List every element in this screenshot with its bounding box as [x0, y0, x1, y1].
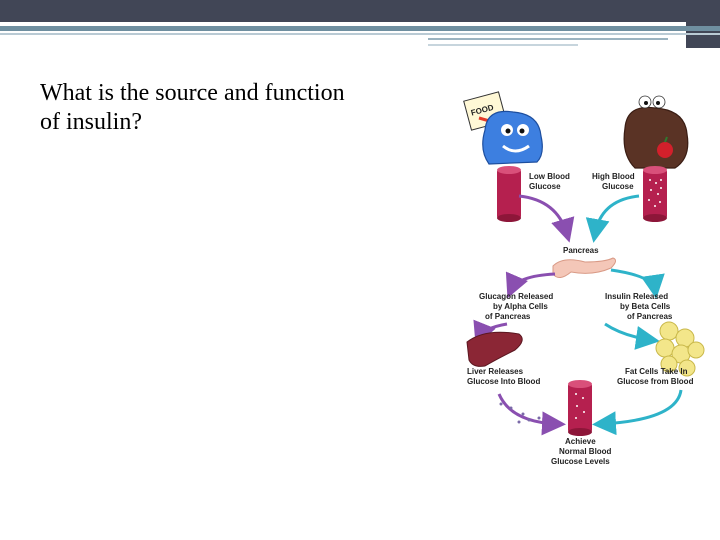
glucose-particles: [499, 402, 541, 424]
arrow-pancreas-to-insulin: [610, 268, 665, 299]
achieve-label-3: Glucose Levels: [551, 457, 610, 466]
arrow-high-to-pancreas: [585, 194, 640, 243]
glucagon-label-2: by Alpha Cells: [493, 302, 548, 311]
insulin-label-3: of Pancreas: [627, 312, 673, 321]
question-line-2: of insulin?: [40, 109, 142, 135]
fat-cells: [655, 321, 705, 377]
question-line-1: What is the source and function: [40, 80, 345, 106]
low-blood-label-1: Low Blood: [529, 172, 570, 181]
pancreas: [552, 257, 617, 278]
slide-question: What is the source and function of insul…: [40, 79, 440, 137]
high-blood-label-2: Glucose: [602, 182, 634, 191]
high-blood-label-1: High Blood: [592, 172, 635, 181]
full-character: [623, 95, 689, 169]
fat-label-2: Glucose from Blood: [617, 377, 694, 386]
header-bar: [0, 0, 720, 22]
header-accent-line-short: [428, 44, 578, 46]
blood-vessel-normal: [568, 380, 592, 436]
header-stripe: [0, 26, 720, 31]
hungry-character: [482, 110, 543, 165]
blood-vessel-high: [643, 166, 667, 222]
arrow-fat-to-normal: [592, 389, 683, 436]
arrow-liver-to-normal: [497, 393, 566, 436]
fat-label-1: Fat Cells Take In: [625, 367, 688, 376]
glucagon-label-1: Glucagon Released: [479, 292, 553, 301]
blood-glucose-regulation-diagram: FOOD Low Blood Glucose High Blood Glucos…: [463, 91, 705, 466]
arrow-low-to-pancreas: [518, 194, 575, 243]
insulin-label-2: by Beta Cells: [620, 302, 671, 311]
header-corner-block: [686, 0, 720, 48]
header-stripe-thin: [0, 33, 720, 35]
arrow-pancreas-to-glucagon: [505, 271, 556, 299]
arrow-insulin-to-fat: [604, 322, 660, 350]
pancreas-label: Pancreas: [563, 246, 599, 255]
liver-label-2: Glucose Into Blood: [467, 377, 540, 386]
insulin-label-1: Insulin Released: [605, 292, 668, 301]
blood-vessel-low: [497, 166, 521, 222]
glucagon-label-3: of Pancreas: [485, 312, 531, 321]
achieve-label-2: Normal Blood: [559, 447, 612, 456]
header-accent-line: [428, 38, 668, 40]
low-blood-label-2: Glucose: [529, 182, 561, 191]
achieve-label-1: Achieve: [565, 437, 596, 446]
liver: [466, 331, 523, 367]
liver-label-1: Liver Releases: [467, 367, 524, 376]
